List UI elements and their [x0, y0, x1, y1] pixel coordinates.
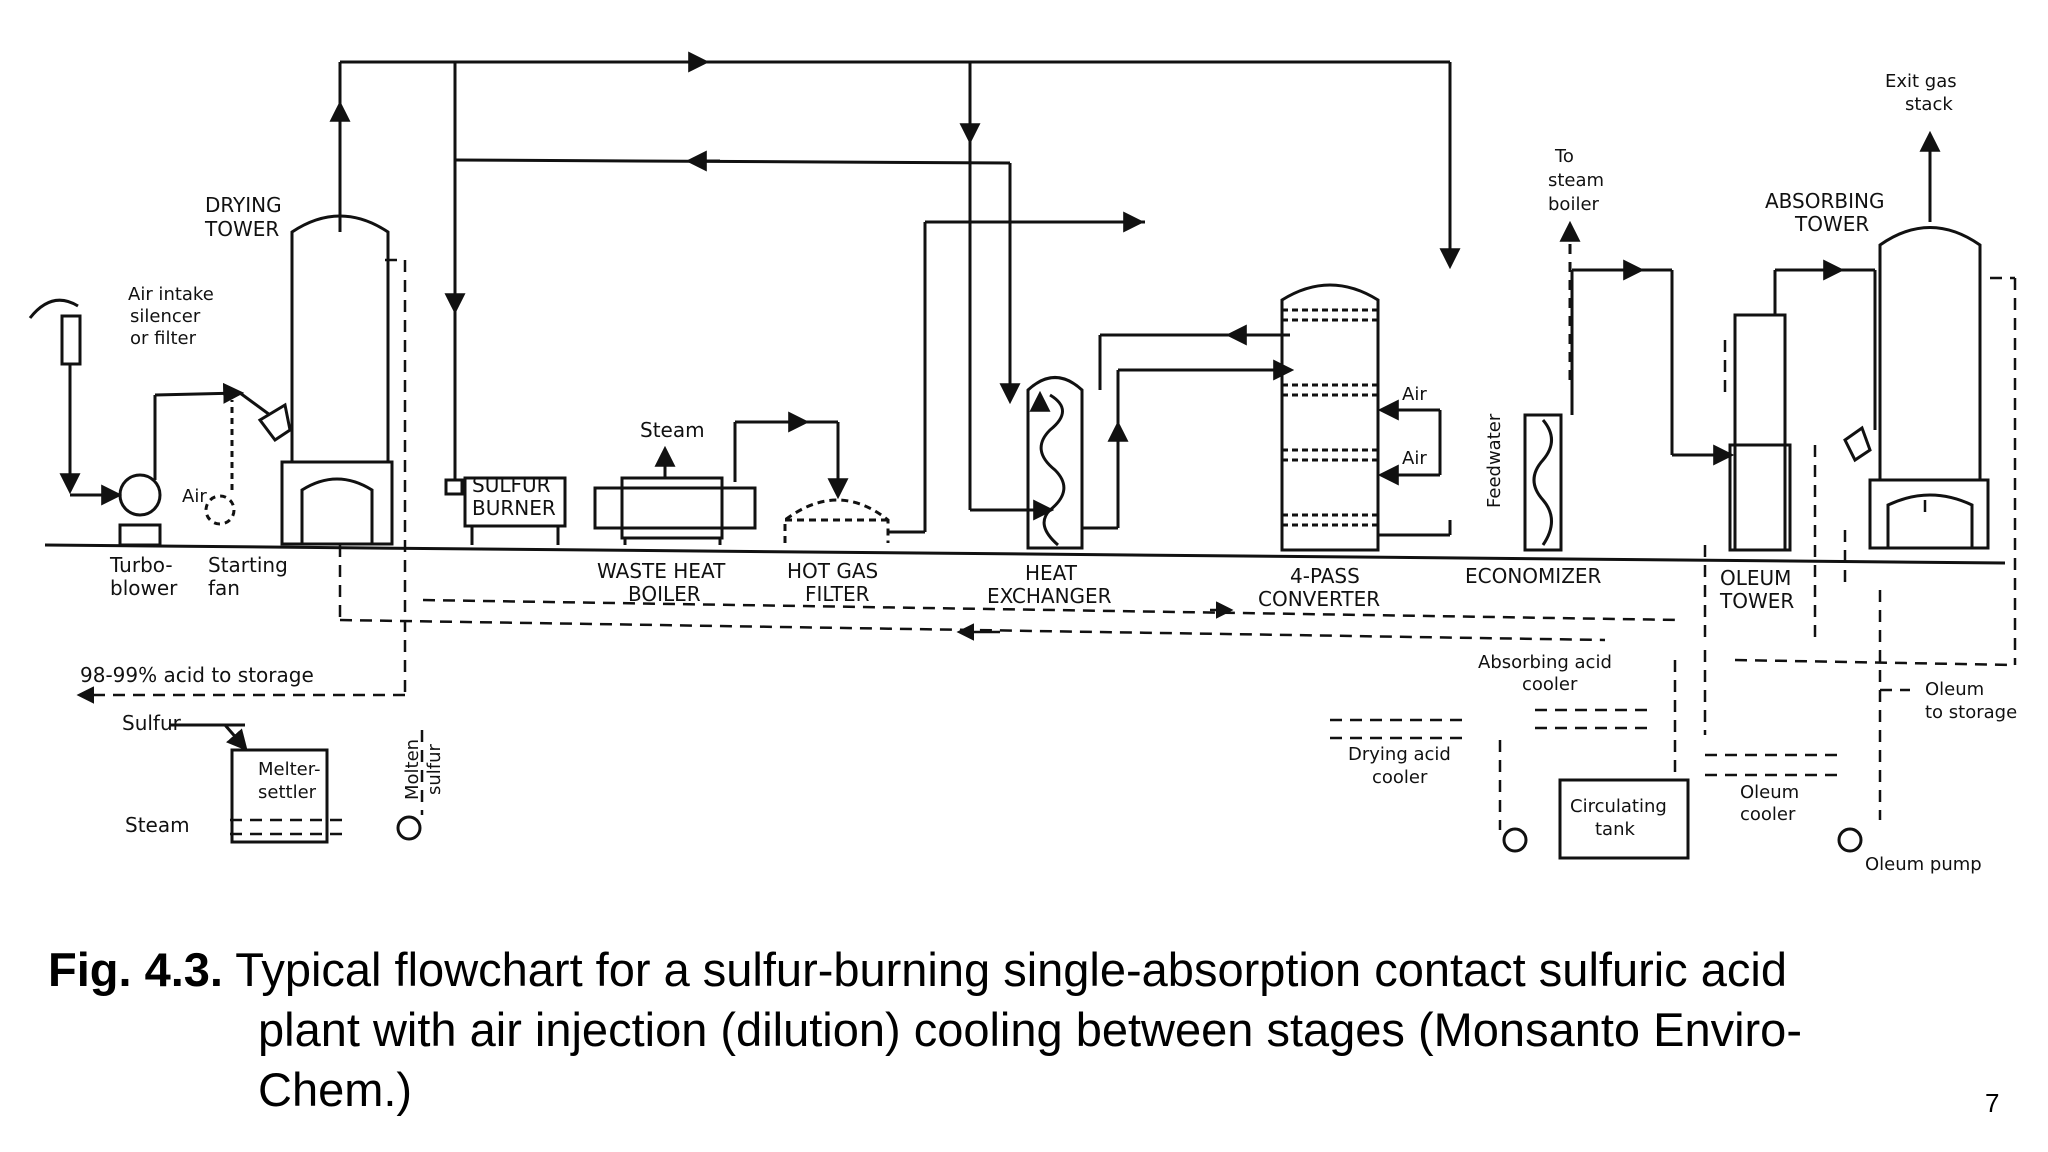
air-intake-label-1: Air intake — [128, 284, 214, 305]
steam-label-bottom: Steam — [125, 813, 190, 837]
to-steam-boiler-label-1: To — [1554, 146, 1574, 167]
turbo-blower-label-2: blower — [110, 576, 178, 600]
caption-line-3: Chem.) — [258, 1063, 413, 1116]
hot-gas-filter-label-2: FILTER — [805, 582, 870, 606]
drying-acid-cooler-label-2: cooler — [1372, 767, 1428, 788]
sulfur-burner — [444, 476, 567, 545]
circulating-tank — [1558, 778, 1690, 860]
melter-settler-label-2: settler — [258, 782, 317, 803]
hot-gas-filter — [783, 498, 890, 543]
oleum-cooler-label-1: Oleum — [1740, 782, 1799, 803]
air-intake-label-3: or filter — [130, 328, 197, 349]
oleum-pump — [1837, 827, 1863, 853]
caption-fig-number: Fig. 4.3. — [48, 943, 223, 996]
heat-exchanger-label-2: EXCHANGER — [987, 584, 1112, 608]
ground-line — [44, 543, 2006, 565]
starting-fan-label-1: Starting — [208, 553, 288, 577]
melter-settler — [230, 748, 329, 844]
molten-sulfur-label-1: Molten — [402, 739, 423, 800]
sulfur-pump — [396, 815, 422, 841]
oleum-tower-label-1: OLEUM — [1720, 566, 1791, 590]
starting-fan-air-label: Air — [182, 486, 207, 507]
economizer-label: ECONOMIZER — [1465, 564, 1602, 588]
oleum-cooler-label-2: cooler — [1740, 804, 1796, 825]
to-steam-boiler-label-3: boiler — [1548, 194, 1600, 215]
drying-tower-label-1: DRYING — [205, 193, 282, 217]
melter-settler-label-1: Melter- — [258, 759, 320, 780]
starting-fan — [204, 400, 236, 526]
oleum-tower — [1728, 259, 1877, 552]
absorbing-tower-label-1: ABSORBING — [1765, 189, 1884, 213]
to-steam-boiler-label-2: steam — [1548, 170, 1604, 191]
heat-exchanger — [1026, 324, 1295, 550]
absorbing-tower-label-2: TOWER — [1794, 212, 1869, 236]
heat-exchanger-label-1: HEAT — [1025, 561, 1078, 585]
molten-sulfur-label-2: sulfur — [424, 743, 445, 795]
starting-fan-label-2: fan — [208, 576, 240, 600]
feedwater-label: Feedwater — [1484, 413, 1505, 508]
drying-acid-cooler-label-1: Drying acid — [1348, 744, 1451, 765]
circulating-tank-label-1: Circulating — [1570, 796, 1667, 817]
exit-gas-label-1: Exit gas — [1885, 71, 1957, 92]
sulfur-in-label: Sulfur — [122, 711, 182, 735]
drying-tower-label-2: TOWER — [204, 217, 279, 241]
acid-to-storage-label: 98-99% acid to storage — [80, 663, 314, 687]
oleum-to-storage-label-2: to storage — [1925, 702, 2017, 723]
sulfur-burner-label-2: BURNER — [472, 496, 556, 520]
turbo-blower — [118, 382, 271, 547]
converter-label-1: 4-PASS — [1290, 564, 1360, 588]
hot-gas-filter-label-1: HOT GAS — [787, 559, 878, 583]
page-number: 7 — [1985, 1088, 2000, 1118]
air-intake-filter — [28, 298, 123, 506]
waste-heat-boiler — [593, 411, 849, 545]
absorbing-acid-cooler-label-1: Absorbing acid — [1478, 652, 1612, 673]
absorbing-tower — [1843, 130, 1990, 550]
caption-line-2: plant with air injection (dilution) cool… — [258, 1003, 1802, 1056]
economizer — [1523, 259, 1735, 552]
oleum-tower-label-2: TOWER — [1719, 589, 1794, 613]
exit-gas-label-2: stack — [1905, 94, 1953, 115]
absorbing-acid-cooler-label-2: cooler — [1522, 674, 1578, 695]
oleum-to-storage-label-1: Oleum — [1925, 679, 1984, 700]
4-pass-converter — [1280, 283, 1452, 552]
waste-heat-boiler-label-2: BOILER — [628, 582, 701, 606]
converter-air-label-2: Air — [1402, 448, 1427, 469]
steam-label-top: Steam — [640, 418, 705, 442]
circulating-tank-label-2: tank — [1595, 819, 1635, 840]
figure-caption: Fig. 4.3. Typical flowchart for a sulfur… — [48, 940, 1998, 1120]
drying-tower — [280, 214, 394, 546]
oleum-pump-label: Oleum pump — [1865, 854, 1982, 875]
converter-air-label-1: Air — [1402, 384, 1427, 405]
air-intake-label-2: silencer — [130, 306, 201, 327]
caption-line-1: Typical flowchart for a sulfur-burning s… — [235, 943, 1787, 996]
turbo-blower-label-1: Turbo- — [109, 553, 173, 577]
sulfur-burner-label-1: SULFUR — [472, 473, 551, 497]
process-flowchart: DRYING TOWER Air intake silencer or filt… — [28, 51, 2017, 875]
converter-label-2: CONVERTER — [1258, 587, 1380, 611]
waste-heat-boiler-label-1: WASTE HEAT — [597, 559, 726, 583]
acid-pump — [1502, 827, 1528, 853]
